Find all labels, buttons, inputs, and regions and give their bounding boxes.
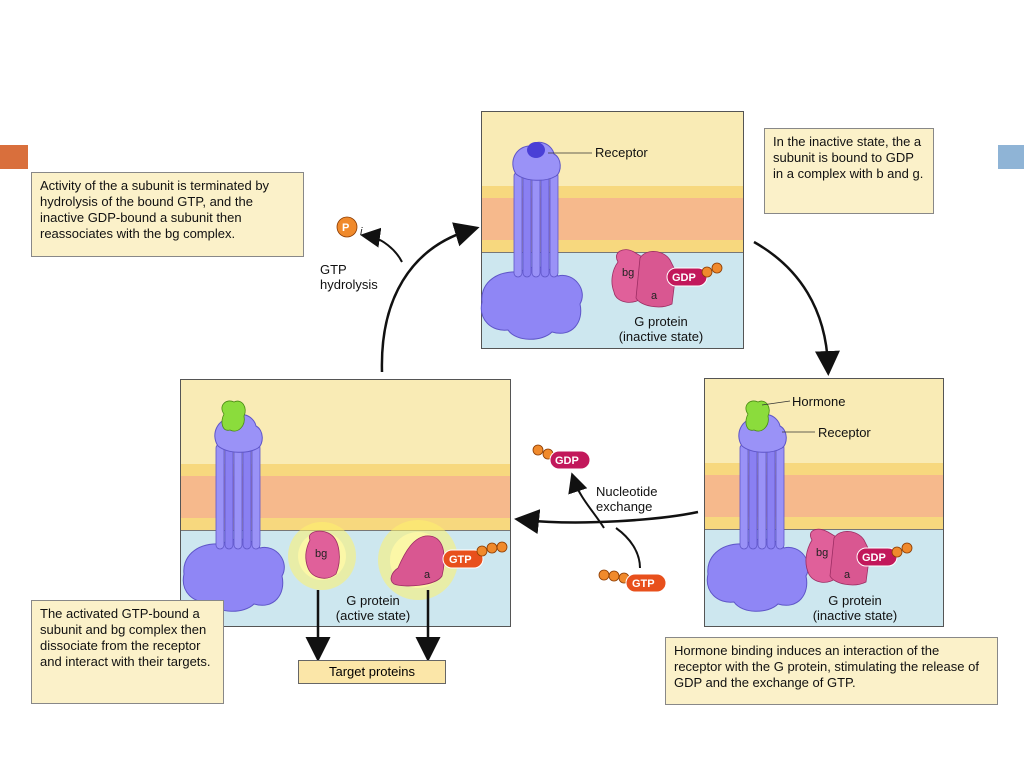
g-protein-label-line1: G protein — [346, 593, 400, 608]
slide-accent-left — [0, 145, 28, 169]
gdp-pill-top: GDP — [672, 272, 696, 284]
note-hormone-binding: Hormone binding induces an interaction o… — [665, 637, 998, 705]
note-inactive-state: In the inactive state, the a subunit is … — [764, 128, 934, 214]
g-protein-label-active: G protein (active state) — [318, 593, 428, 623]
binding-site-icon — [527, 142, 545, 158]
receptor-active — [182, 413, 285, 612]
g-protein-label-top: G protein (inactive state) — [606, 314, 716, 344]
phosphate-icon — [496, 541, 508, 553]
alpha-subunit-active — [390, 535, 445, 587]
arrow-to-active — [514, 509, 699, 535]
alpha-label-right: a — [844, 569, 851, 581]
note-termination: Activity of the a subunit is terminated … — [31, 172, 304, 257]
gtp-hydrolysis-line2: hydrolysis — [320, 277, 378, 292]
arrow-to-inactive — [380, 222, 480, 373]
membrane-outer-leaflet — [181, 464, 510, 476]
g-protein-label-line2: (inactive state) — [618, 329, 704, 344]
g-protein-label-line1: G protein — [828, 593, 882, 608]
bg-complex-active — [305, 530, 340, 579]
receptor-hormone-bound — [706, 413, 809, 612]
gtp-pill-active: GTP — [449, 554, 472, 566]
g-protein-label-right: G protein (inactive state) — [800, 593, 910, 623]
pi-label: P — [342, 222, 349, 234]
phosphate-icon — [711, 262, 723, 274]
slide-accent-right — [998, 145, 1024, 169]
phosphate-icon — [701, 266, 713, 278]
bg-label-right: bg — [816, 547, 828, 559]
phosphate-icon — [486, 542, 498, 554]
gdp-pill-right: GDP — [862, 552, 886, 564]
note-dissociation: The activated GTP-bound a subunit and bg… — [31, 600, 224, 704]
bg-label-top: bg — [622, 267, 634, 279]
nucleotide-exchange-label: Nucleotide exchange — [596, 484, 657, 514]
alpha-label-active: a — [424, 569, 431, 581]
gdp-pill-free: GDP — [555, 455, 579, 467]
gtp-pill-free: GTP — [632, 578, 655, 590]
hormone-icon — [745, 400, 770, 432]
nucleotide-exchange-line2: exchange — [596, 499, 653, 514]
receptor-label-top: Receptor — [595, 145, 648, 160]
arrow-release-gdp — [568, 472, 605, 529]
nucleotide-exchange-line1: Nucleotide — [596, 484, 658, 499]
target-proteins-box: Target proteins — [298, 660, 446, 684]
g-protein-label-line1: G protein — [634, 314, 688, 329]
arrow-to-hormone-bound — [753, 240, 840, 376]
phosphate-icon — [476, 545, 488, 557]
g-protein-bound: bg a GDP — [805, 528, 913, 586]
g-protein-label-line2: (inactive state) — [812, 608, 898, 623]
phosphate-released: P i — [336, 216, 363, 238]
phosphate-icon — [901, 542, 913, 554]
hormone-leader-line — [761, 400, 791, 406]
phosphate-icon — [891, 546, 903, 558]
hormone-label: Hormone — [792, 394, 846, 409]
gtp-hydrolysis-line1: GTP — [320, 262, 347, 277]
alpha-label-top: a — [651, 290, 658, 302]
gtp-hydrolysis-label: GTP hydrolysis — [320, 262, 378, 292]
bg-label-active: bg — [315, 548, 327, 560]
gtp-incoming: GTP — [598, 569, 667, 593]
receptor-inactive — [480, 141, 583, 340]
hormone-icon — [221, 400, 246, 432]
arrow-release-pi — [360, 227, 403, 263]
g-protein-label-line2: (active state) — [335, 608, 411, 623]
receptor-label-right: Receptor — [818, 425, 871, 440]
g-protein-inactive-top: bg a GDP — [611, 249, 723, 308]
gdp-released: GDP — [532, 444, 591, 470]
pi-subscript: i — [360, 226, 363, 238]
arrow-gtp-enter — [615, 527, 641, 569]
